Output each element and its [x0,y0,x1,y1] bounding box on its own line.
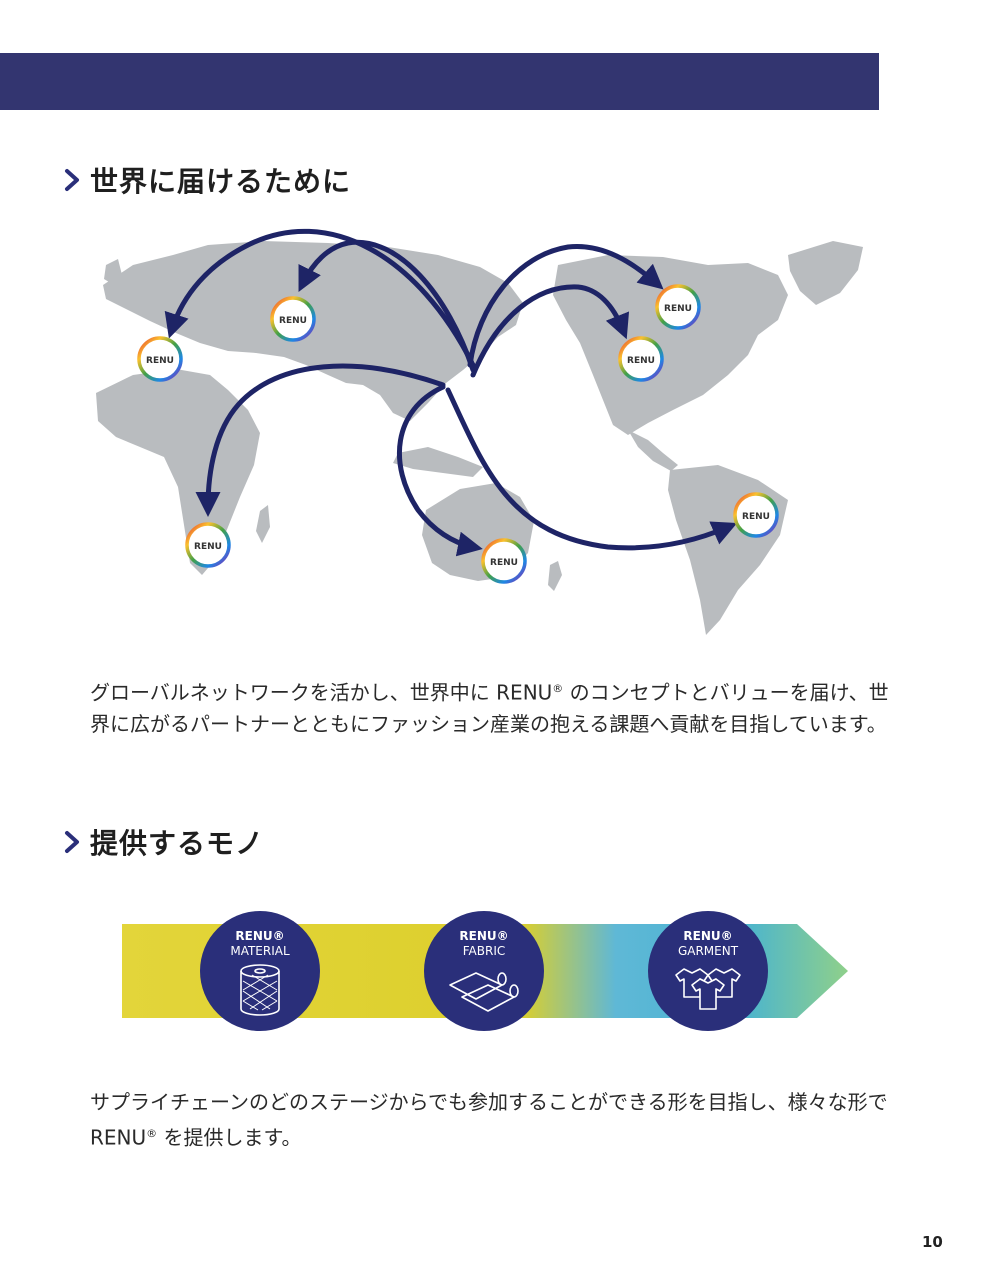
section-title-text: 世界に届けるために [90,165,352,198]
renu-badge-south-america: RENU [733,492,779,538]
renu-badge-australia: RENU [481,538,527,584]
stage-brand: RENU® [235,929,284,943]
renu-badge-label: RENU [490,558,518,568]
land-new-zealand [548,561,562,591]
fabric-rolls-icon [449,972,519,1012]
continents [96,241,863,635]
renu-badge-europe: RENU [137,336,183,382]
arrow-to-africa [195,363,446,517]
renu-badge-label: RENU [627,356,655,366]
world-map: RENU RENU RENU RENU RENU RENU RENU [96,228,863,635]
land-south-america [668,465,788,635]
arrow-to-south-america [445,387,738,551]
chevron-right-icon [65,831,79,853]
arrow-to-west-asia [298,239,476,373]
stage-name: GARMENT [678,944,739,958]
global-network-paragraph: グローバルネットワークを活かし、世界中に RENU® のコンセプトとバリューを届… [90,673,890,740]
products-paragraph: サプライチェーンのどのステージからでも参加することができる形を目指し、様々な形で… [90,1087,890,1154]
paragraph-text: グローバルネットワークを活かし、世界中に RENU [90,680,553,705]
paragraph-text: を提供します。 [157,1125,302,1150]
stage-brand: RENU® [683,929,732,943]
renu-badge-label: RENU [146,356,174,366]
stage-name: FABRIC [463,944,506,958]
stage-brand: RENU® [459,929,508,943]
page-number: 10 [922,1233,943,1251]
stage-fabric: RENU® FABRIC [424,911,544,1031]
land-north-america [553,255,788,435]
paragraph-text: サプライチェーンのどのステージからでも参加することができる形を目指し、様々な形で… [90,1090,888,1150]
land-madagascar [256,505,270,543]
renu-badge-label: RENU [194,542,222,552]
header-band [0,53,879,110]
route-arrows [164,228,738,557]
section-title-products: 提供するモノ [62,822,264,862]
section-title-text: 提供するモノ [90,827,265,860]
registered-mark: ® [146,1127,158,1140]
stage-material: RENU® MATERIAL [200,911,320,1031]
land-africa [96,369,260,575]
land-greenland [788,241,863,305]
paragraph-text: のコンセプトとバリューを届け、世界に広がるパートナーとともにファッション産業の抱… [90,680,889,736]
yarn-roll-icon [240,964,280,1016]
stage-garment: RENU® GARMENT [648,911,768,1031]
renu-badge-label: RENU [279,316,307,326]
renu-badge-usa: RENU [618,336,664,382]
section-title-global: 世界に届けるために [62,160,351,200]
arrow-to-europe [164,228,476,368]
supply-chain-pipeline: RENU® MATERIAL RENU® FABRIC RENU® GARMEN… [122,911,848,1031]
t-shirts-icon [675,968,741,1010]
stage-name: MATERIAL [230,944,290,958]
arrow-to-australia [396,384,483,557]
chevron-right-icon [65,169,79,191]
arrow-to-usa [470,284,630,378]
arrow-to-canada [467,243,664,368]
registered-mark: ® [552,682,564,695]
land-uk [104,259,122,285]
renu-badge-label: RENU [742,512,770,522]
renu-badges: RENU RENU RENU RENU RENU RENU RENU [137,284,779,584]
land-indonesia [393,447,483,477]
renu-badge-africa: RENU [185,522,231,568]
renu-badge-canada: RENU [655,284,701,330]
land-central-america [628,430,678,471]
land-japan [472,321,492,365]
renu-badge-asia: RENU [270,296,316,342]
renu-badge-label: RENU [664,304,692,314]
